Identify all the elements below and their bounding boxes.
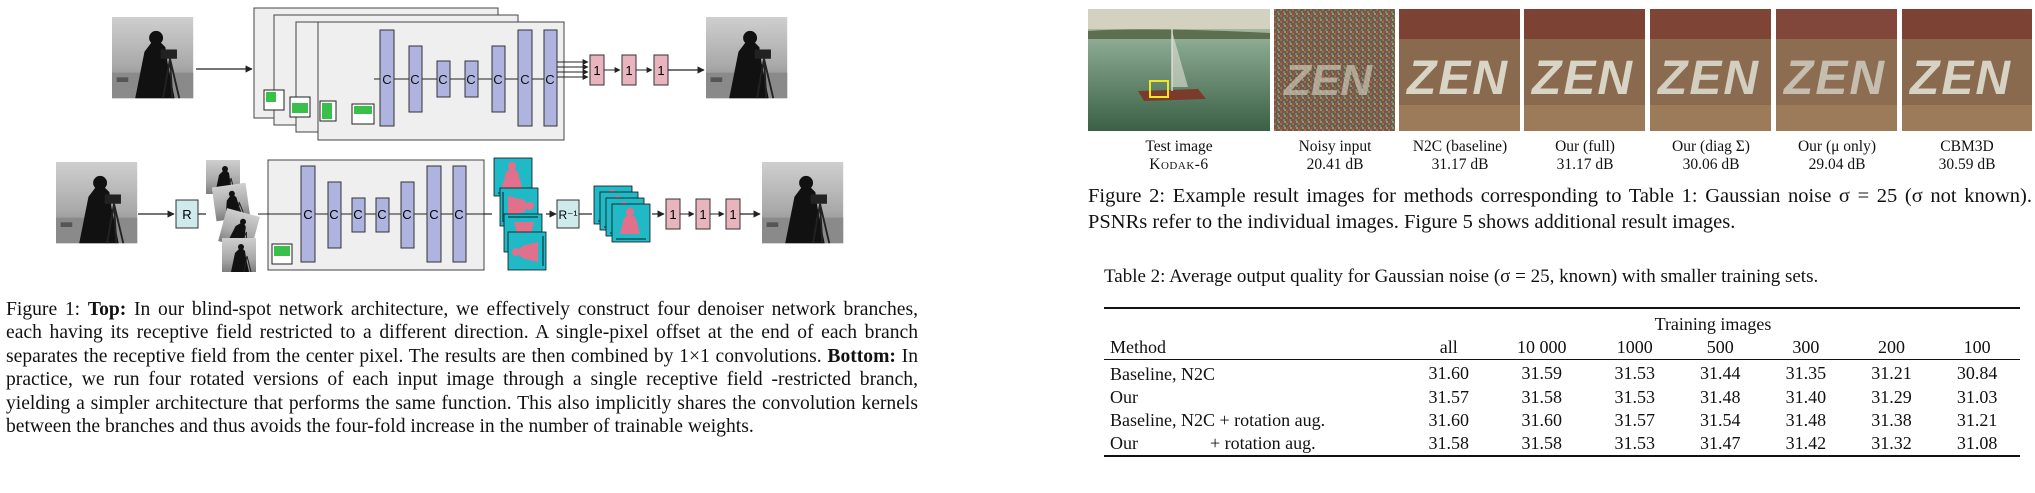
- table2-caption: Table 2: Average output quality for Gaus…: [1104, 266, 1819, 287]
- svg-text:1: 1: [669, 207, 676, 222]
- thumb-cbm3d: ZEN: [1902, 9, 2032, 131]
- thumb-our-mu: ZEN: [1776, 9, 1897, 131]
- offset-markers: [263, 89, 375, 125]
- thumb-n2c: ZEN: [1399, 9, 1520, 131]
- svg-text:C: C: [303, 207, 312, 222]
- table-col-header: 300: [1792, 337, 1820, 357]
- table-group-header: Training images: [1654, 314, 1772, 334]
- top-input-image: [111, 16, 195, 100]
- fig1-top-text: In our blind-spot network architecture, …: [6, 299, 919, 367]
- svg-text:1: 1: [657, 63, 664, 78]
- svg-text:1: 1: [729, 207, 736, 222]
- top-1x1-convs: 1 1 1: [589, 54, 669, 86]
- svg-text:C: C: [454, 207, 463, 222]
- table2: Training images Method all 10 000 1000 5…: [1104, 307, 2020, 457]
- svg-text:C: C: [410, 72, 419, 87]
- svg-text:1: 1: [625, 63, 632, 78]
- bottom-unet: C C C C C C C: [258, 165, 484, 263]
- rotated-feature-maps: [493, 157, 547, 271]
- aligned-feature-maps: [593, 185, 651, 243]
- table-col-header: all: [1439, 337, 1458, 357]
- svg-text:R: R: [182, 207, 191, 222]
- top-output-image: [705, 16, 789, 100]
- merge-arrows: [557, 59, 589, 80]
- svg-text:C: C: [545, 72, 554, 87]
- svg-text:C: C: [438, 72, 447, 87]
- svg-text:C: C: [520, 72, 529, 87]
- svg-text:ZEN: ZEN: [1282, 56, 1373, 105]
- svg-text:C: C: [402, 207, 411, 222]
- thumb-our-full: ZEN: [1524, 9, 1645, 131]
- figure2-caption: Figure 2: Example result images for meth…: [1088, 185, 2032, 233]
- thumb-label: Our (full)31.17 dB: [1555, 138, 1615, 173]
- table-col-header: 10 000: [1517, 337, 1567, 357]
- svg-text:C: C: [353, 207, 362, 222]
- thumb-label: Test image Kodak-6: [1145, 138, 1213, 173]
- svg-text:1: 1: [593, 63, 600, 78]
- table-header-method: Method: [1110, 337, 1166, 357]
- rotated-inputs: [205, 159, 261, 273]
- table-col-header: 100: [1963, 337, 1991, 357]
- conv-label: C: [382, 72, 391, 87]
- bottom-input-image: [55, 161, 139, 245]
- thumb-label: N2C (baseline)31.17 dB: [1412, 138, 1508, 173]
- thumb-test-image: [1088, 9, 1270, 131]
- thumb-label: Our (μ only)29.04 dB: [1797, 138, 1877, 173]
- thumb-noisy: ZEN: [1274, 9, 1395, 131]
- svg-text:C: C: [377, 207, 386, 222]
- table-col-header: 200: [1878, 337, 1906, 357]
- crop-box: [1149, 80, 1169, 98]
- svg-text:C: C: [329, 207, 338, 222]
- svg-text:C: C: [429, 207, 438, 222]
- fig1-bottom-text: In practice, we run four rotated version…: [6, 345, 918, 438]
- table-col-header: 500: [1706, 337, 1734, 357]
- svg-text:C: C: [493, 72, 502, 87]
- table-col-header: 1000: [1616, 337, 1653, 357]
- svg-text:C: C: [466, 72, 475, 87]
- svg-text:1: 1: [699, 207, 706, 222]
- bottom-output-image: [761, 161, 845, 245]
- top-unet: C C C C C C C: [374, 29, 558, 127]
- thumb-our-diag: ZEN: [1650, 9, 1771, 131]
- fig1-bottom-bold: Bottom:: [827, 345, 896, 367]
- svg-text:R⁻¹: R⁻¹: [559, 208, 578, 222]
- figure1-diagram: C C C C C C C 1 1 1 R: [55, 7, 845, 273]
- bottom-1x1-convs: 1 1 1: [665, 198, 741, 230]
- fig1-top-bold: Top:: [87, 299, 127, 320]
- figure1-caption: Figure 1: Top: In our blind-spot network…: [6, 298, 918, 438]
- thumb-label: Our (diag Σ)30.06 dB: [1672, 138, 1750, 173]
- fig1-label: Figure 1:: [6, 299, 81, 320]
